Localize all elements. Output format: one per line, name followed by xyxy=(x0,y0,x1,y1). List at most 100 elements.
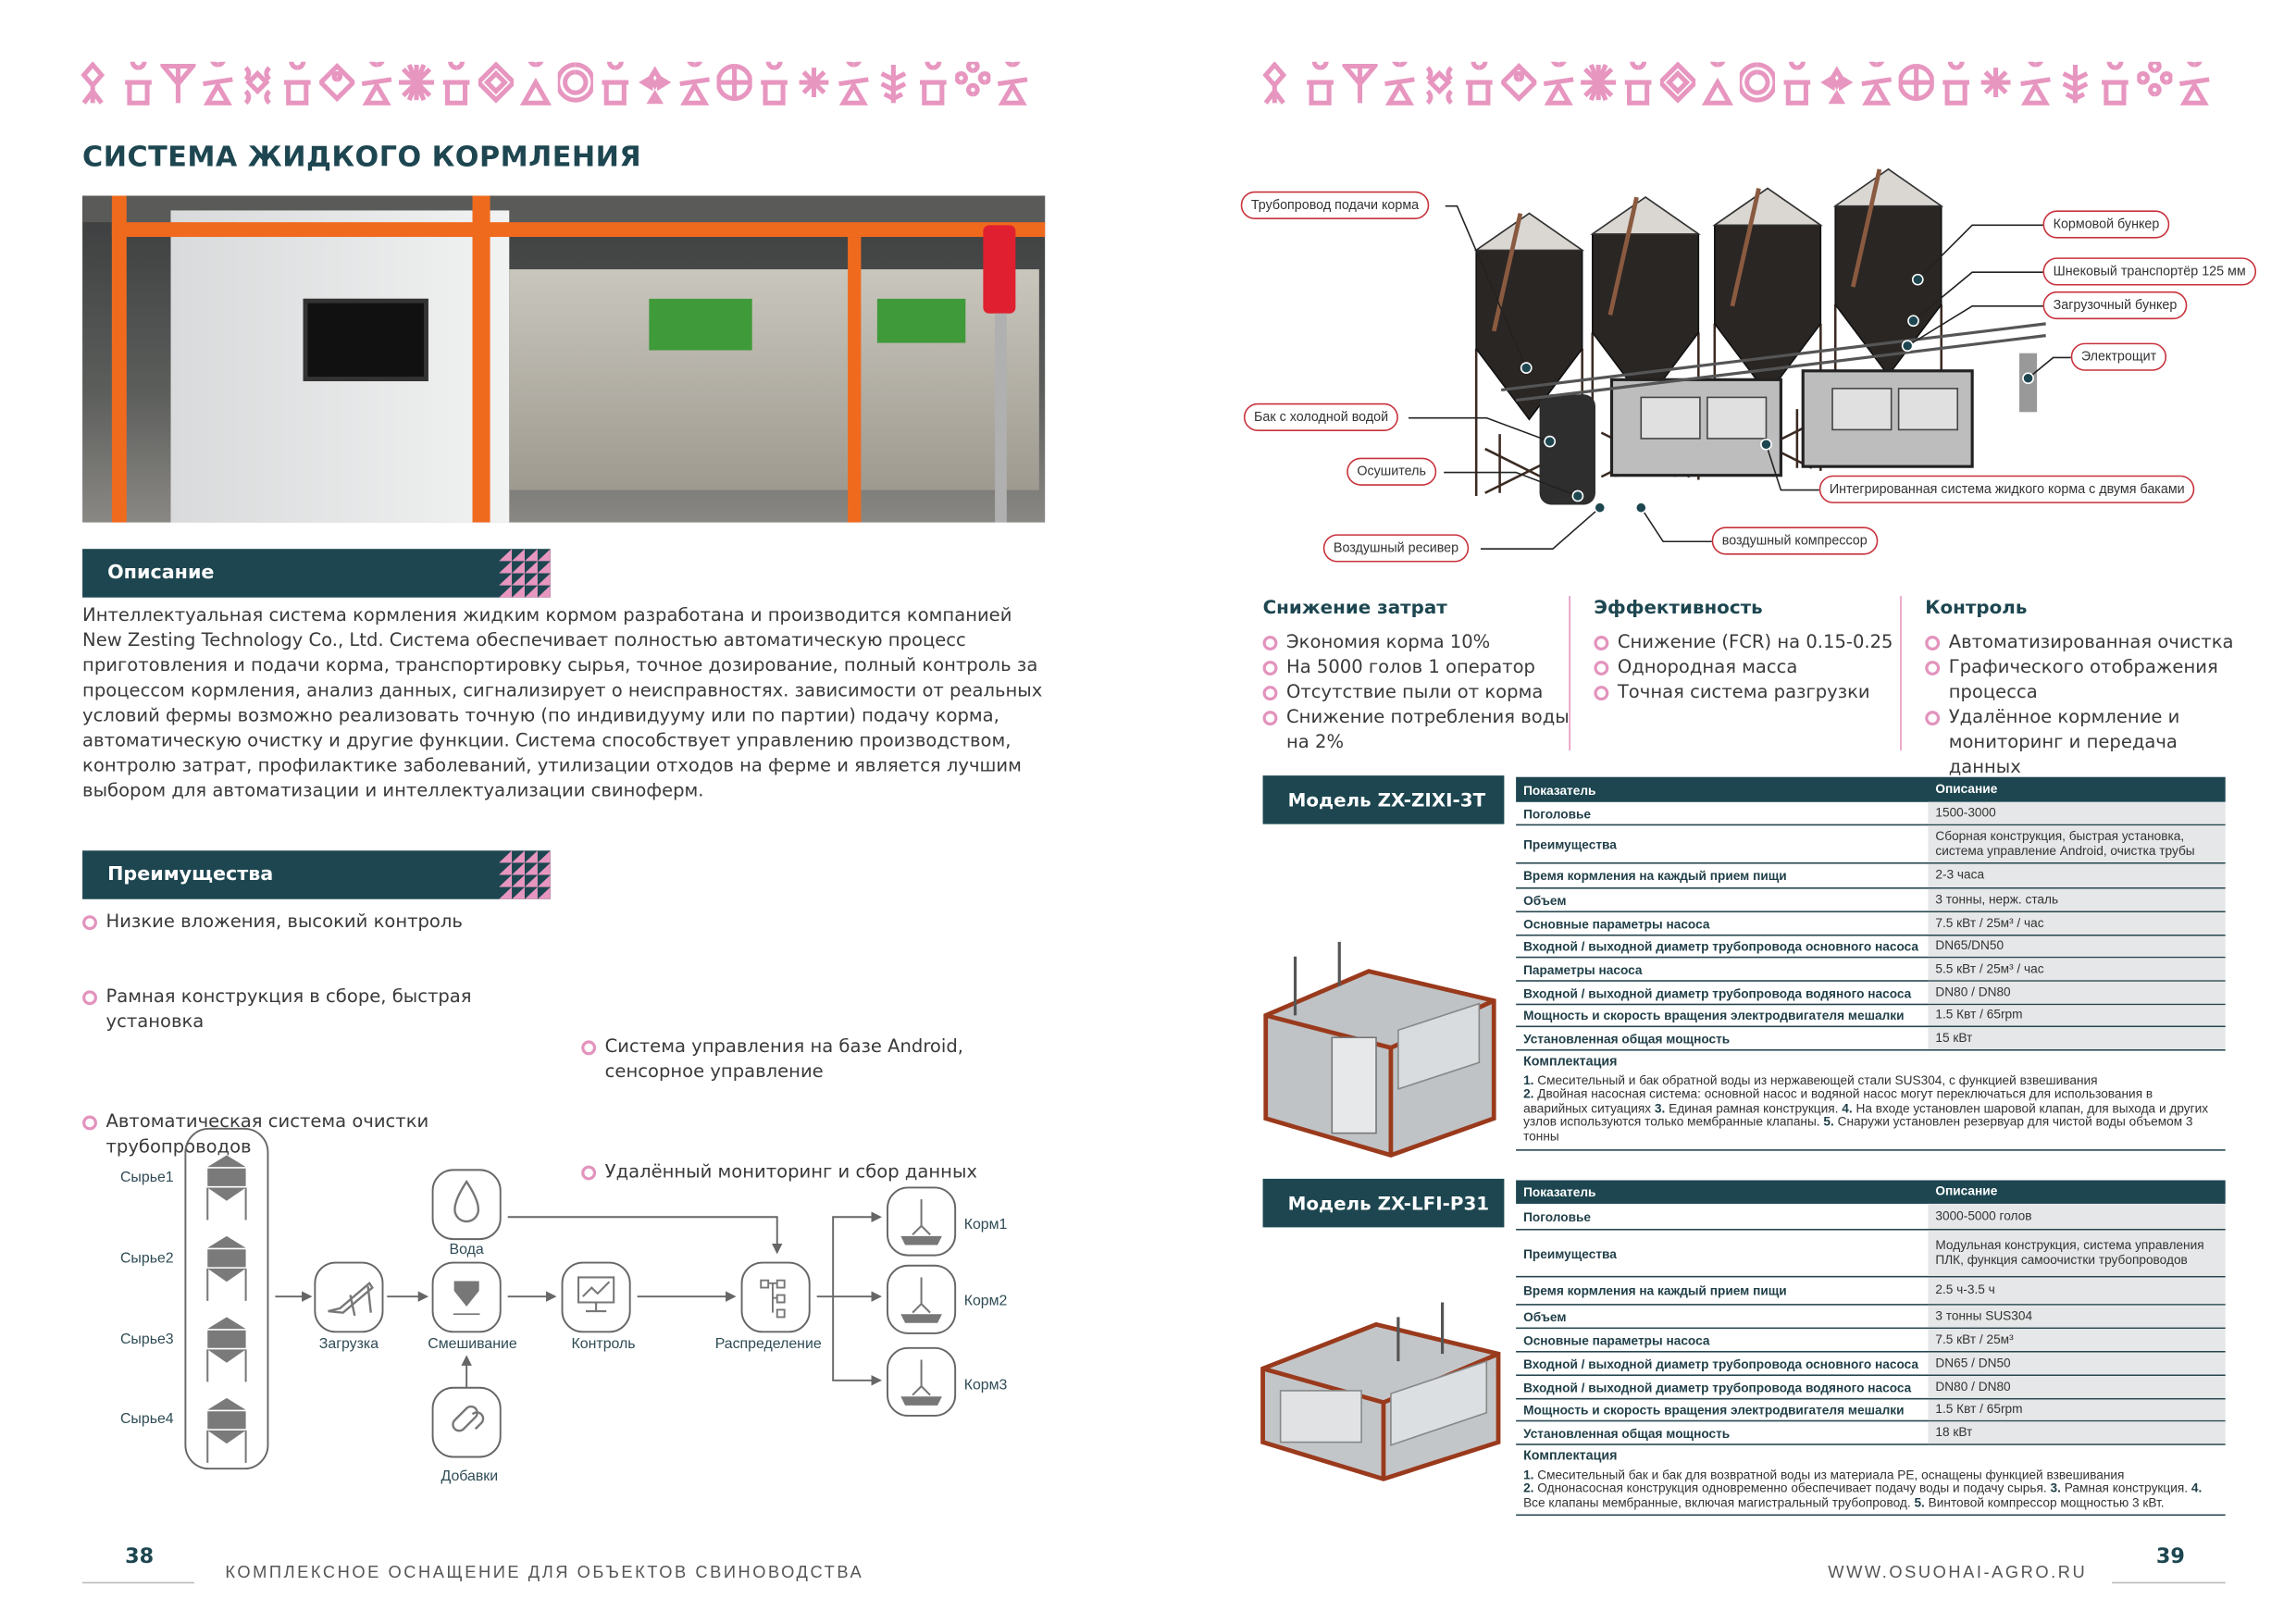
benefit-column-heading: Снижение затрат xyxy=(1262,596,1447,618)
value-cell: DN80 / DN80 xyxy=(1928,1376,2226,1398)
param-cell: Преимущества xyxy=(1523,1245,1617,1261)
value-cell: Модульная конструкция, система управлени… xyxy=(1928,1230,2226,1276)
loading-label: Загрузка xyxy=(319,1336,379,1352)
ornament-person-icon xyxy=(442,61,470,105)
distribution-tree-icon xyxy=(760,1279,786,1319)
benefit-item: Удалённое кормление и мониторинг и перед… xyxy=(1925,705,2234,780)
kit-number: 2. xyxy=(1523,1481,1534,1496)
ornament-diamond-icon xyxy=(1501,62,1537,103)
kit-number: 2. xyxy=(1523,1086,1534,1101)
feed-trough-icon xyxy=(900,1277,942,1323)
feed-trough-icon xyxy=(900,1199,942,1245)
kit-number: 3. xyxy=(1654,1100,1666,1116)
auger-icon xyxy=(328,1282,374,1317)
feed-node xyxy=(887,1346,957,1417)
param-cell: Входной / выходной диаметр трубопровода … xyxy=(1523,938,1919,954)
control-node xyxy=(561,1261,631,1333)
table-row: Основные параметры насоса 7.5 кВт / 25м³ … xyxy=(1516,912,2226,936)
callout-compressor: воздушный компрессор xyxy=(1711,527,1878,555)
benefit-item: Экономия корма 10% xyxy=(1262,630,1572,655)
ornament-plus-icon xyxy=(1898,64,1934,102)
kit-item: Двойная насосная система: основной насос… xyxy=(1523,1086,2153,1116)
value-cell: 1.5 Квт / 65rpm xyxy=(1928,1399,2226,1420)
advantages-heading-text: Преимущества xyxy=(107,863,274,886)
benefit-item: Снижение потребления воды на 2% xyxy=(1262,705,1572,755)
benefit-item: Графического отображения процесса xyxy=(1925,655,2234,705)
loading-node xyxy=(314,1261,384,1333)
ornament-person2-icon xyxy=(203,61,233,105)
product-photo xyxy=(82,195,1046,523)
footer-divider xyxy=(82,1581,194,1584)
benefit-list: Экономия корма 10%На 5000 голов 1 операт… xyxy=(1262,630,1572,755)
silo-icon xyxy=(206,1235,247,1301)
callout-dryer: Осушитель xyxy=(1347,457,1437,486)
kit-item: Смесительный бак и бак для возвратной во… xyxy=(1537,1466,2125,1481)
kit-item: Снаружи установлен резервуар для чистой … xyxy=(1523,1114,2193,1144)
control-label: Контроль xyxy=(572,1336,636,1352)
value-cell: 2.5 ч-3.5 ч xyxy=(1928,1277,2226,1305)
footer-text: КОМПЛЕКСНОЕ ОСНАЩЕНИЕ ДЛЯ ОБЪЕКТОВ СВИНО… xyxy=(225,1564,864,1582)
param-cell: Основные параметры насоса xyxy=(1523,916,1710,931)
ornament-flower-icon xyxy=(1820,66,1854,105)
advantage-item: Рамная конструкция в сборе, быстрая уста… xyxy=(82,985,524,1035)
ornament-circle-icon xyxy=(557,62,593,103)
feed-pipeline xyxy=(1501,322,2046,403)
callout-panel: Электрощит xyxy=(2070,342,2167,371)
mixing-tank-frame xyxy=(1609,378,1782,477)
value-cell: 2-3 часа xyxy=(1928,863,2226,888)
column-divider xyxy=(1900,596,1902,751)
ornament-person-icon xyxy=(283,61,311,105)
ornament-person3-icon xyxy=(1701,61,1734,105)
table-row: Преимущества Модульная конструкция, систе… xyxy=(1516,1230,2226,1278)
silo-icon xyxy=(206,1317,247,1382)
kit-text: 1. Смесительный и бак обратной воды из н… xyxy=(1523,1072,2218,1144)
benefit-item: Отсутствие пыли от корма xyxy=(1262,680,1572,705)
param-cell: Мощность и скорость вращения электродвиг… xyxy=(1523,1402,1905,1418)
param-cell: Основные параметры насоса xyxy=(1523,1332,1710,1348)
footer-url[interactable]: WWW.OSUOHAI-AGRO.RU xyxy=(1828,1564,2088,1582)
cold-water-tank xyxy=(1539,394,1595,505)
raw-silo-group xyxy=(184,1127,269,1470)
callout-feed-bunker: Кормовой бункер xyxy=(2042,210,2170,239)
table-row: Входной / выходной диаметр трубопровода … xyxy=(1516,1352,2226,1377)
page-number-left: 38 xyxy=(125,1544,155,1569)
header-cell: Описание xyxy=(1935,1183,1998,1198)
raw-label: Сырье4 xyxy=(120,1411,174,1427)
model-1-image xyxy=(1263,941,1496,1158)
ornament-person-icon xyxy=(1624,61,1652,105)
value-cell: 15 кВт xyxy=(1928,1027,2226,1049)
value-cell: 7.5 кВт / 25м³ / час xyxy=(1928,912,2226,935)
ornament-sunburst-icon xyxy=(1980,68,2011,97)
mixer-icon xyxy=(453,1281,480,1316)
water-label: Вода xyxy=(450,1242,484,1258)
raw-label: Сырье3 xyxy=(120,1332,174,1347)
kit-text: 1. Смесительный бак и бак для возвратной… xyxy=(1523,1466,2218,1511)
param-cell: Объем xyxy=(1523,1308,1567,1324)
description-text: Интеллектуальная система кормления жидки… xyxy=(82,604,1043,801)
equipment-diagram xyxy=(1409,167,2071,551)
value-cell: 1500-3000 xyxy=(1928,801,2226,824)
mixing-tank-frame xyxy=(1801,369,1974,468)
ornament-dots-icon xyxy=(2137,61,2173,97)
ornament-tree-icon xyxy=(2062,64,2089,104)
value-cell: DN80 / DN80 xyxy=(1928,981,2226,1004)
ornament-circle-icon xyxy=(1739,62,1776,103)
ornament-person-icon xyxy=(1942,61,1969,105)
kit-number: 5. xyxy=(1823,1114,1834,1130)
model-label: Модель ZX-ZIXI-3T xyxy=(1262,775,1505,824)
benefit-column-heading: Контроль xyxy=(1925,596,2028,618)
callout-pipeline: Трубопровод подачи корма xyxy=(1240,191,1430,219)
param-cell: Поголовье xyxy=(1523,1208,1592,1224)
pills-icon xyxy=(452,1405,485,1432)
benefit-item: Точная система разгрузки xyxy=(1594,680,1903,705)
value-cell: DN65/DN50 xyxy=(1928,935,2226,957)
advantage-item: Система управления на базе Android, сенс… xyxy=(581,1035,1023,1084)
value-cell: 5.5 кВт / 25м³ / час xyxy=(1928,958,2226,981)
mixing-label: Смешивание xyxy=(428,1336,517,1352)
